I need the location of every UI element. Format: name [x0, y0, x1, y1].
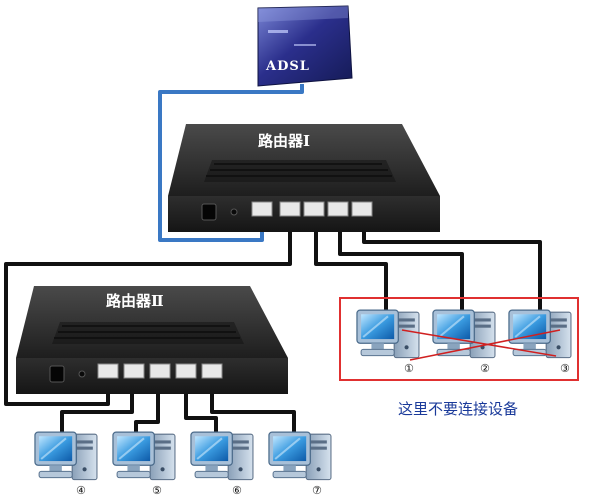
pc-7-number: ⑦: [312, 484, 322, 497]
pc-2-number: ②: [480, 362, 490, 375]
modem-label: ADSL: [265, 59, 310, 74]
router2-ports: [97, 363, 223, 379]
warning-box: [339, 297, 579, 381]
note-text: 这里不要连接设备: [398, 400, 518, 418]
pc-3: ③: [507, 309, 573, 375]
pc-2: ②: [431, 309, 497, 375]
cable-router1-router2: [4, 214, 292, 406]
cable-router2-pc5: [134, 376, 160, 432]
pc-3-number: ③: [560, 362, 570, 375]
router-2: 路由器Ⅱ: [16, 286, 288, 394]
pc-6: ⑥: [189, 431, 255, 497]
pc-1: ①: [355, 309, 421, 375]
pc-5: ⑤: [111, 431, 177, 497]
router-1: 路由器Ⅰ: [168, 124, 440, 232]
router2-label: 路由器Ⅱ: [106, 292, 164, 310]
no-connection-marks: [401, 329, 561, 361]
pc-1-number: ①: [404, 362, 414, 375]
router1-label: 路由器Ⅰ: [258, 132, 310, 150]
pc-7: ⑦: [267, 431, 333, 497]
pc-5-number: ⑤: [152, 484, 162, 497]
uplink-cable: [158, 84, 304, 242]
cable-router1-pc2: [338, 214, 464, 312]
cable-router1-pc1: [314, 214, 388, 312]
pc-4-number: ④: [76, 484, 86, 497]
adsl-modem: ADSL: [257, 5, 353, 87]
pc-6-number: ⑥: [232, 484, 242, 497]
router1-ports: [251, 201, 373, 217]
cable-router2-pc6: [184, 376, 218, 432]
pc-4: ④: [33, 431, 99, 497]
